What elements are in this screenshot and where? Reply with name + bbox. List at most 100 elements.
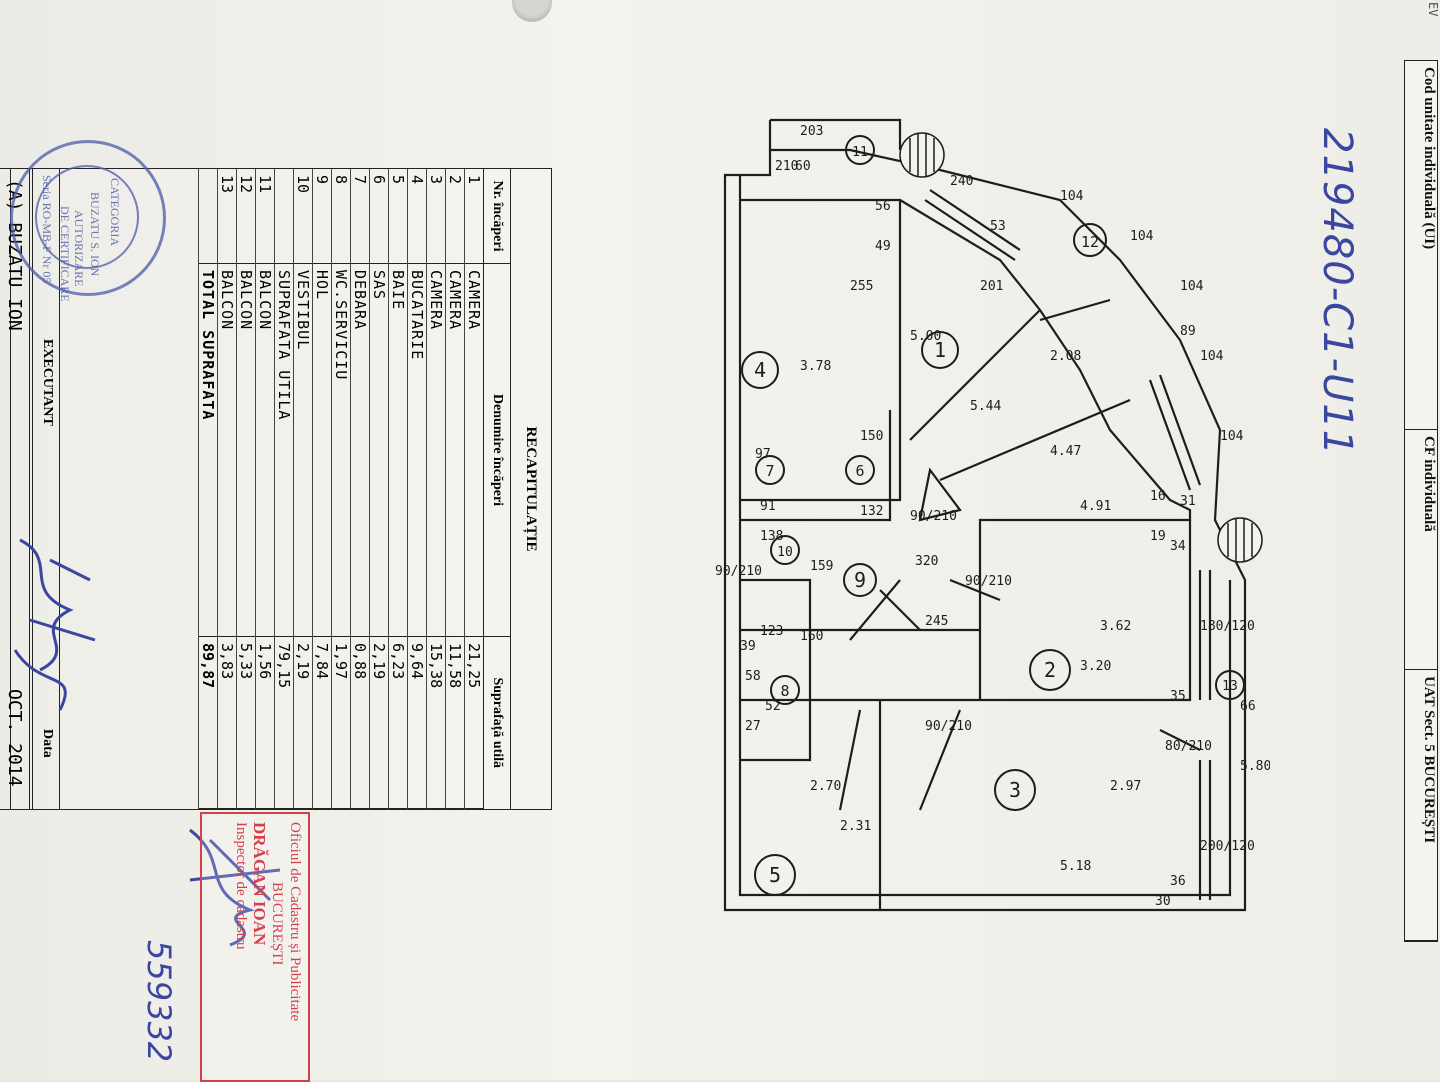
dim: 36 (1170, 874, 1186, 889)
recap-title: RECAPITULAȚIE (510, 169, 551, 809)
dim: 90/210 (965, 574, 1012, 589)
stamp-text-5: Seria RO-MB-F Nr 05 (40, 175, 54, 284)
dim: 3.78 (800, 359, 831, 374)
ocpi-line1: Oficiul de Cadastru și Publicitate (287, 822, 303, 1022)
dim: 245 (925, 614, 948, 629)
dim: 320 (915, 554, 938, 569)
dim: 104 (1060, 189, 1084, 204)
room-6: 6 (855, 462, 864, 480)
dim: 5.00 (910, 329, 941, 344)
dim: 210 (775, 159, 798, 174)
executant-signature (13, 538, 96, 711)
dim: 159 (810, 559, 833, 574)
room-10: 10 (777, 545, 793, 560)
dim: 27 (745, 719, 761, 734)
dim: 4.91 (1080, 499, 1111, 514)
dim: 19 (1150, 529, 1166, 544)
room-12: 12 (1081, 233, 1099, 251)
room-2: 2 (1044, 658, 1056, 682)
col-name: Denumire încăperi (483, 263, 510, 637)
dim: 160 (800, 629, 823, 644)
punch-hole (512, 0, 552, 22)
inspector-signature (189, 828, 281, 947)
room-11: 11 (852, 145, 868, 160)
dim: 123 (760, 624, 783, 639)
header-strip: Cod unitate individuală (UI) CF individu… (1404, 60, 1438, 942)
dim: 2.97 (1110, 779, 1141, 794)
dim: 5.18 (1060, 859, 1091, 874)
dim: 90/210 (910, 509, 957, 524)
dim: 60 (795, 159, 811, 174)
dim: 34 (1170, 539, 1186, 554)
dim: 104 (1220, 429, 1244, 444)
cadastral-code: 219480-C1-U11 (1314, 128, 1360, 457)
cod-unitate-label: Cod unitate individuală (UI) (1405, 61, 1437, 430)
dim: 240 (950, 174, 973, 189)
room-3: 3 (1009, 778, 1021, 802)
localitate: BUCUREȘTI (1421, 755, 1437, 844)
col-nr: Nr. încăperi (483, 169, 510, 264)
dim: 49 (875, 239, 891, 254)
dim: 56 (875, 199, 891, 214)
dim: 97 (755, 447, 771, 462)
dim: 30 (1155, 894, 1171, 909)
dim: 89 (1180, 324, 1196, 339)
dim: 2.08 (1050, 349, 1081, 364)
dim: 104 (1200, 349, 1224, 364)
dim: 16 (1150, 489, 1166, 504)
uat: UAT (1421, 676, 1437, 707)
dim: 80/210 (1165, 739, 1212, 754)
dim: 53 (990, 219, 1006, 234)
room-13: 13 (1222, 679, 1238, 694)
dim: 180/120 (1200, 619, 1255, 634)
authorization-stamp (10, 140, 166, 296)
room-7: 7 (765, 462, 774, 480)
dim: 255 (850, 279, 873, 294)
dim: 52 (765, 699, 781, 714)
dim: 39 (740, 639, 756, 654)
dim: 3.62 (1100, 619, 1131, 634)
dim: 31 (1180, 494, 1196, 509)
dim: 2.31 (840, 819, 871, 834)
dim: 104 (1180, 279, 1204, 294)
dim: 90/210 (925, 719, 972, 734)
room-8: 8 (780, 682, 789, 700)
dim: 138 (760, 529, 783, 544)
dim: 200/120 (1200, 839, 1255, 854)
cf-individuala-label: CF individuală (1405, 429, 1437, 670)
ocpi-line4: Inspector de cadastru (233, 822, 249, 950)
dim: 201 (980, 279, 1003, 294)
dim: 90/210 (715, 564, 762, 579)
ocpi-line2: BUCUREȘTI (269, 882, 285, 966)
dim: 2.70 (810, 779, 841, 794)
dim: 3.20 (1080, 659, 1111, 674)
dim: 150 (860, 429, 883, 444)
stamp-text-4: DE CERTIFICARE (58, 206, 72, 302)
uat-label: UAT Sect. 5 BUCUREȘTI (1405, 669, 1437, 941)
ocpi-stamp: Oficiul de Cadastru și Publicitate BUCUR… (200, 812, 310, 1082)
room-4: 4 (754, 358, 766, 382)
executant-label: EXECUTANT (40, 339, 55, 426)
dim: 58 (745, 669, 761, 684)
dim: 5.44 (970, 399, 1001, 414)
dim: 66 (1240, 699, 1256, 714)
floor-plan: 1 2 3 4 5 6 7 8 9 10 11 12 13 255 3.78 5… (715, 118, 1270, 912)
dim: 4.47 (1050, 444, 1081, 459)
dim: 203 (800, 124, 823, 139)
stamp-text-1: CATEGORIA (108, 178, 122, 246)
col-area: Suprafață utilă (483, 636, 510, 809)
room-1: 1 (934, 338, 946, 362)
